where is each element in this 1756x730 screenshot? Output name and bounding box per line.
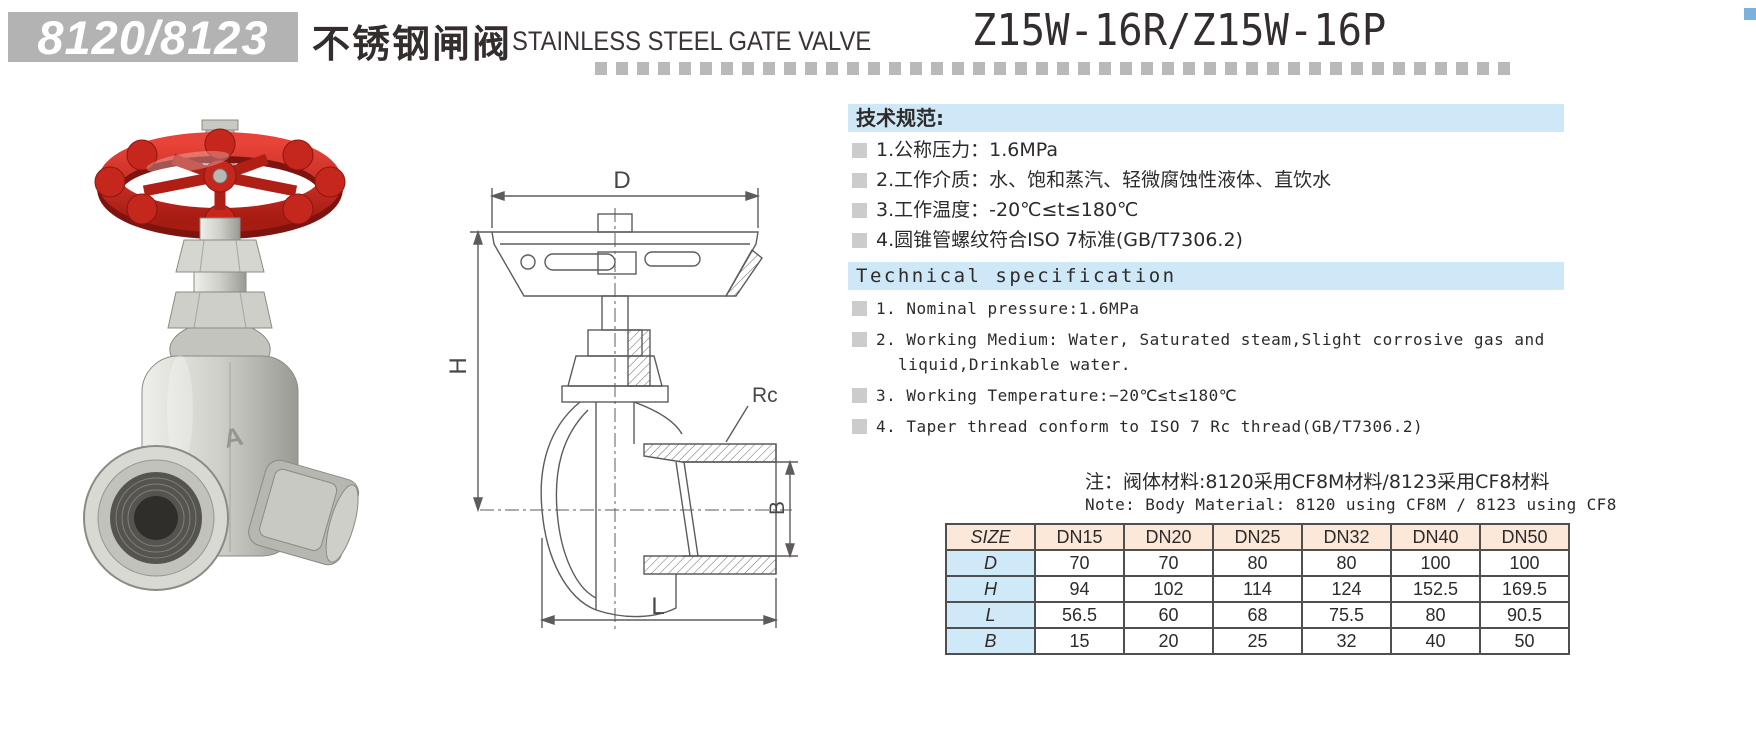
cell: 40 <box>1390 627 1481 655</box>
cell: 70 <box>1123 549 1214 577</box>
cell: 25 <box>1212 627 1303 655</box>
col-header-size: SIZE <box>945 523 1036 551</box>
spec-item-text: 2. Working Medium: Water, Saturated stea… <box>876 330 1545 374</box>
valve-technical-drawing: D H Rc B L <box>445 167 798 630</box>
cell: 20 <box>1123 627 1214 655</box>
bullet-square-icon <box>852 332 867 347</box>
cell: 94 <box>1034 575 1125 603</box>
spec-item: 1.公称压力：1.6MPa <box>848 138 1564 162</box>
model-code: 8120/8123 <box>37 10 269 64</box>
cell: 102 <box>1123 575 1214 603</box>
material-note-en: Note: Body Material: 8120 using CF8M / 8… <box>1085 495 1617 514</box>
spec-list-cn: 1.公称压力：1.6MPa 2.工作介质：水、饱和蒸汽、轻微腐蚀性液体、直饮水 … <box>848 138 1564 252</box>
col-header-dn20: DN20 <box>1123 523 1214 551</box>
spec-item-text: 4.圆锥管螺纹符合ISO 7标准(GB/T7306.2) <box>876 229 1243 251</box>
cell: 80 <box>1212 549 1303 577</box>
col-header-dn50: DN50 <box>1479 523 1570 551</box>
spec-section: 技术规范: 1.公称压力：1.6MPa 2.工作介质：水、饱和蒸汽、轻微腐蚀性液… <box>848 104 1564 449</box>
cell: 80 <box>1301 549 1392 577</box>
spec-item: 2. Working Medium: Water, Saturated stea… <box>848 327 1564 377</box>
bullet-square-icon <box>852 233 867 248</box>
bullet-square-icon <box>852 388 867 403</box>
cell: 100 <box>1390 549 1481 577</box>
material-note: 注：阀体材料:8120采用CF8M材料/8123采用CF8材料 Note: Bo… <box>1085 471 1617 515</box>
spec-heading-cn: 技术规范: <box>848 104 1564 132</box>
part-numbers: Z15W-16R/Z15W-16P <box>972 5 1387 56</box>
row-header-d: D <box>945 549 1036 577</box>
valve-photo: A <box>83 119 360 591</box>
dim-label-rc: Rc <box>752 384 778 407</box>
cell: 60 <box>1123 601 1214 629</box>
table-row: L 56.5 60 68 75.5 80 90.5 <box>945 601 1570 629</box>
spec-item-text: 4. Taper thread conform to ISO 7 Rc thre… <box>876 417 1424 436</box>
corner-accent <box>1744 8 1756 20</box>
cell: 32 <box>1301 627 1392 655</box>
cell: 56.5 <box>1034 601 1125 629</box>
cell: 169.5 <box>1479 575 1570 603</box>
bullet-square-icon <box>852 143 867 158</box>
bullet-square-icon <box>852 301 867 316</box>
bullet-square-icon <box>852 419 867 434</box>
product-title-en: STAINLESS STEEL GATE VALVE <box>512 26 872 56</box>
spec-item-text: 3. Working Temperature:−20℃≤t≤180℃ <box>876 386 1238 405</box>
cell: 152.5 <box>1390 575 1481 603</box>
row-header-h: H <box>945 575 1036 603</box>
cell: 100 <box>1479 549 1570 577</box>
cell: 90.5 <box>1479 601 1570 629</box>
bullet-square-icon <box>852 203 867 218</box>
spec-item: 1. Nominal pressure:1.6MPa <box>848 296 1564 321</box>
material-note-cn: 注：阀体材料:8120采用CF8M材料/8123采用CF8材料 <box>1085 471 1550 493</box>
bullet-square-icon <box>852 173 867 188</box>
col-header-dn25: DN25 <box>1212 523 1303 551</box>
cell: 80 <box>1390 601 1481 629</box>
model-code-badge: 8120/8123 <box>8 10 298 64</box>
col-header-dn32: DN32 <box>1301 523 1392 551</box>
cell: 15 <box>1034 627 1125 655</box>
table-row: H 94 102 114 124 152.5 169.5 <box>945 575 1570 603</box>
dim-label-l: L <box>651 593 664 620</box>
table-row: D 70 70 80 80 100 100 <box>945 549 1570 577</box>
col-header-dn15: DN15 <box>1034 523 1125 551</box>
spec-item: 4. Taper thread conform to ISO 7 Rc thre… <box>848 414 1564 439</box>
spec-item: 3.工作温度：-20℃≤t≤180℃ <box>848 198 1564 222</box>
table-header-row: SIZE DN15 DN20 DN25 DN32 DN40 DN50 <box>945 523 1570 551</box>
spec-item: 3. Working Temperature:−20℃≤t≤180℃ <box>848 383 1564 408</box>
product-title-cn: 不锈钢闸阀 <box>312 22 513 66</box>
spec-item-text: 1.公称压力：1.6MPa <box>876 139 1058 161</box>
dim-label-b: B <box>766 501 789 515</box>
spec-item: 4.圆锥管螺纹符合ISO 7标准(GB/T7306.2) <box>848 228 1564 252</box>
spec-item: 2.工作介质：水、饱和蒸汽、轻微腐蚀性液体、直饮水 <box>848 168 1564 192</box>
cell: 124 <box>1301 575 1392 603</box>
spec-item-text: 2.工作介质：水、饱和蒸汽、轻微腐蚀性液体、直饮水 <box>876 169 1332 191</box>
cell: 68 <box>1212 601 1303 629</box>
spec-heading-en: Technical specification <box>848 262 1564 290</box>
dim-label-h: H <box>445 357 472 374</box>
dashed-divider <box>595 62 1510 75</box>
row-header-b: B <box>945 627 1036 655</box>
table-row: B 15 20 25 32 40 50 <box>945 627 1570 655</box>
dim-label-d: D <box>613 167 630 194</box>
spec-list-en: 1. Nominal pressure:1.6MPa 2. Working Me… <box>848 296 1564 439</box>
cell: 114 <box>1212 575 1303 603</box>
size-table: SIZE DN15 DN20 DN25 DN32 DN40 DN50 D 70 … <box>945 523 1570 655</box>
cell: 50 <box>1479 627 1570 655</box>
spec-item-text: 3.工作温度：-20℃≤t≤180℃ <box>876 199 1139 221</box>
cell: 70 <box>1034 549 1125 577</box>
row-header-l: L <box>945 601 1036 629</box>
col-header-dn40: DN40 <box>1390 523 1481 551</box>
cell: 75.5 <box>1301 601 1392 629</box>
spec-item-text: 1. Nominal pressure:1.6MPa <box>876 299 1140 318</box>
